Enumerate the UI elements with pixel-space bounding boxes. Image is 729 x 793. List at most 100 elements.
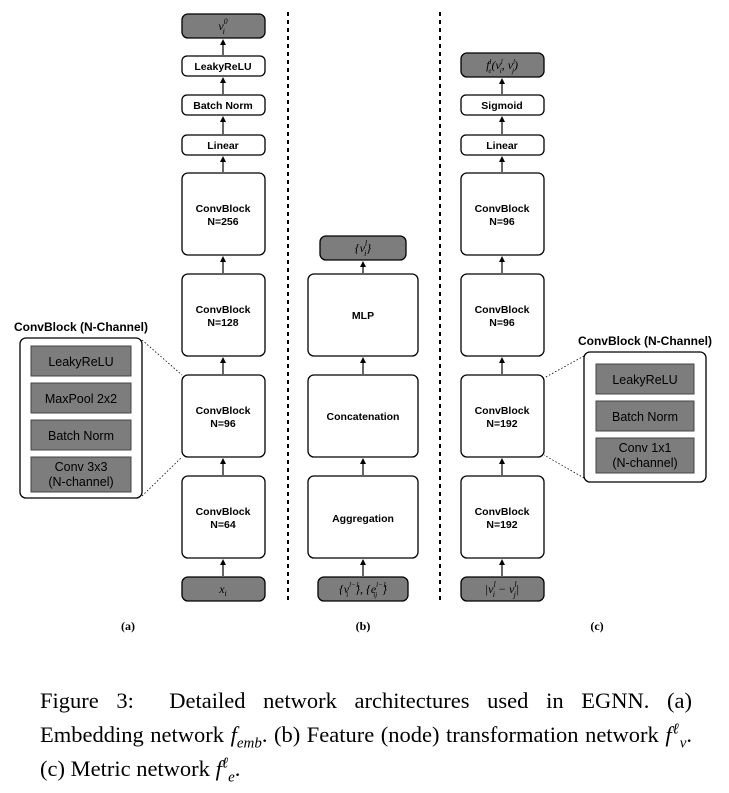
- caption-text-4: .: [234, 756, 241, 781]
- convblock-c-leakyrelu: [595, 363, 695, 395]
- c-convblock-96-top-title: ConvBlock: [475, 203, 530, 215]
- c-arrowhead: [499, 116, 505, 122]
- a-linear-label: Linear: [207, 140, 239, 152]
- b-output-box: [319, 235, 407, 261]
- c-arrowhead: [499, 256, 505, 262]
- c-convblock-192-top-n: N=192: [486, 418, 517, 430]
- c-arrowhead: [499, 357, 505, 363]
- a-convblock-128-title: ConvBlock: [196, 304, 251, 316]
- a-convblock-256-n: N=256: [207, 216, 238, 228]
- b-panel-label: (b): [356, 619, 371, 633]
- c-arrowhead: [499, 559, 505, 565]
- a-leakyrelu-box: [181, 55, 266, 77]
- c-convblock-192-top-title: ConvBlock: [475, 405, 530, 417]
- a-convblock-64: [181, 475, 266, 559]
- convblock-c-leakyrelu-label: LeakyReLU: [612, 373, 677, 387]
- a-convblock-64-title: ConvBlock: [196, 506, 251, 518]
- c-sigmoid-label: Sigmoid: [481, 100, 522, 112]
- b-aggregation-label: Aggregation: [332, 513, 394, 525]
- c-arrowhead: [499, 458, 505, 464]
- a-input-label: xi: [218, 582, 227, 598]
- convblock-a-connector-bottom: [141, 456, 183, 497]
- c-output-box: [460, 52, 545, 78]
- a-arrowhead: [220, 458, 226, 464]
- a-convblock-256: [181, 172, 266, 256]
- a-convblock-128-n: N=128: [207, 317, 238, 329]
- convblock-a-conv: [30, 456, 132, 493]
- b-arrowhead: [360, 357, 366, 363]
- convblock-detail-c: ConvBlock (N-Channel) LeakyReLU Batch No…: [543, 334, 712, 483]
- convblock-a-conv-label: Conv 3x3: [55, 460, 108, 474]
- a-output-box: [181, 13, 266, 39]
- convblock-c-connector-bottom: [543, 454, 585, 479]
- convblock-c-title: ConvBlock (N-Channel): [578, 334, 712, 348]
- convblock-a-connector-top: [141, 339, 183, 376]
- c-convblock-96: [460, 273, 545, 357]
- c-panel-label: (c): [590, 619, 603, 633]
- a-convblock-96: [181, 374, 266, 458]
- caption-sym-e: fℓe: [215, 755, 235, 786]
- c-convblock-192: [460, 475, 545, 559]
- c-convblock-96-n: N=96: [489, 317, 515, 329]
- b-mlp-box: [307, 273, 419, 357]
- a-convblock-256-title: ConvBlock: [196, 203, 251, 215]
- convblock-a-maxpool: [30, 382, 132, 414]
- a-linear-box: [181, 134, 266, 156]
- c-linear-box: [460, 134, 545, 156]
- a-arrowhead: [220, 559, 226, 565]
- convblock-c-conv-sub: (N-channel): [612, 456, 677, 470]
- figure-caption: Figure 3: Detailed network architectures…: [40, 684, 692, 786]
- a-panel-label: (a): [121, 619, 135, 633]
- c-convblock-192-n: N=192: [486, 519, 517, 531]
- caption-text-2: . (b) Feature (node) transformation netw…: [261, 722, 659, 747]
- convblock-a-batchnorm-label: Batch Norm: [48, 429, 114, 443]
- a-input-box: [181, 576, 266, 602]
- convblock-c-connector-top: [543, 355, 585, 379]
- caption-fig-number: Figure 3:: [40, 688, 134, 713]
- convblock-c-batchnorm: [595, 400, 695, 432]
- c-convblock-96-top-n: N=96: [489, 216, 515, 228]
- caption-sym-v: fℓv: [665, 721, 687, 752]
- c-convblock-96-title: ConvBlock: [475, 304, 530, 316]
- convblock-a-leakyrelu: [30, 345, 132, 377]
- convblock-a-conv-sub: (N-channel): [48, 475, 113, 489]
- caption-sym-emb: femb: [230, 722, 262, 752]
- c-sigmoid-box: [460, 94, 545, 116]
- b-arrowhead: [360, 458, 366, 464]
- c-input-box: [460, 576, 545, 602]
- convblock-detail-a: ConvBlock (N-Channel) LeakyReLU MaxPool …: [14, 320, 183, 499]
- c-convblock-192-top: [460, 374, 545, 458]
- c-convblock-192-title: ConvBlock: [475, 506, 530, 518]
- convblock-a-batchnorm: [30, 419, 132, 451]
- convblock-c-batchnorm-label: Batch Norm: [612, 410, 678, 424]
- b-input-box: [317, 576, 409, 602]
- c-convblock-96-top: [460, 172, 545, 256]
- a-arrowhead: [220, 357, 226, 363]
- b-arrowhead: [360, 559, 366, 565]
- a-leakyrelu-label: LeakyReLU: [194, 61, 251, 73]
- a-arrowhead: [220, 256, 226, 262]
- b-concat-box: [307, 374, 419, 458]
- a-batchnorm-box: [181, 94, 266, 116]
- caption-text-3: . (c) Metric network: [40, 722, 692, 781]
- convblock-c-conv-label: Conv 1x1: [619, 441, 672, 455]
- convblock-a-maxpool-label: MaxPool 2x2: [45, 392, 117, 406]
- a-batchnorm-label: Batch Norm: [193, 100, 253, 112]
- a-arrowhead: [220, 77, 226, 83]
- b-arrowhead: [360, 261, 366, 267]
- a-convblock-96-title: ConvBlock: [196, 405, 251, 417]
- c-linear-label: Linear: [486, 140, 518, 152]
- convblock-a-leakyrelu-label: LeakyReLU: [48, 355, 113, 369]
- b-concat-label: Concatenation: [327, 411, 400, 423]
- a-convblock-64-n: N=64: [210, 519, 236, 531]
- a-convblock-128: [181, 273, 266, 357]
- b-mlp-label: MLP: [352, 310, 374, 322]
- c-arrowhead: [499, 156, 505, 162]
